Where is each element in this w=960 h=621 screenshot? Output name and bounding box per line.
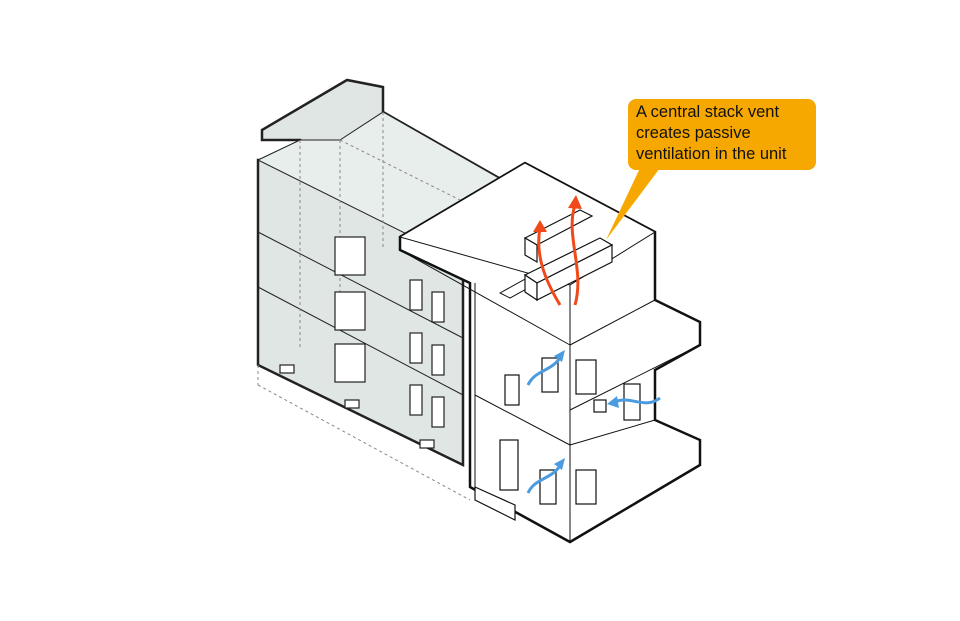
unit-windows <box>474 357 641 521</box>
callout-line-2: creates passive <box>636 124 751 142</box>
cool-air-arrow <box>526 465 562 494</box>
callout-tail <box>606 168 660 240</box>
cool-air-arrow <box>526 357 562 386</box>
warm-air-arrow <box>570 204 580 306</box>
warm-air-arrow <box>537 227 562 306</box>
cool-air-arrow <box>614 396 661 405</box>
callout-line-3: ventilation in the unit <box>636 145 787 163</box>
callout-line-1: A central stack vent <box>636 103 780 121</box>
warm-air-arrows <box>533 195 582 306</box>
neighbor-windows <box>279 236 445 449</box>
callout-box: A central stack vent creates passive ven… <box>628 99 816 170</box>
cool-air-arrows <box>526 350 661 494</box>
